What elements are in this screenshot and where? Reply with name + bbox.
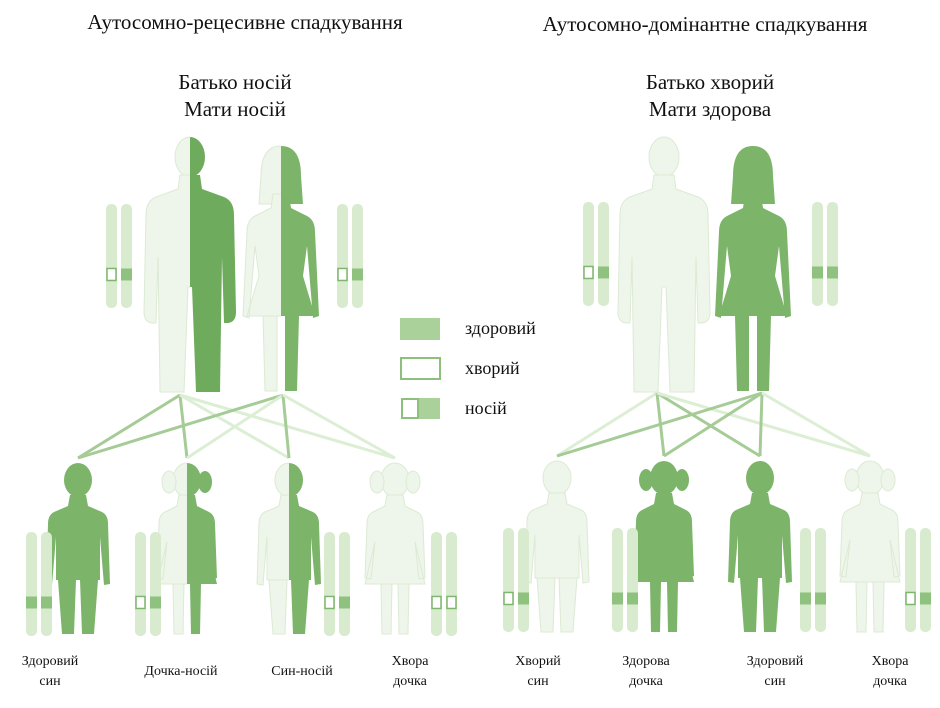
gene-band-filled	[800, 592, 811, 605]
left-child-4-figure	[364, 462, 426, 635]
right-child-3-figure	[728, 461, 792, 632]
legend-sick-swatch	[400, 357, 441, 380]
gene-band-filled	[26, 596, 37, 609]
gene-band-filled	[41, 596, 52, 609]
chromosome	[812, 202, 823, 306]
gene-band-filled	[121, 268, 132, 281]
chromosome-pairs	[26, 202, 931, 636]
chromosome	[800, 528, 811, 632]
gene-band-filled	[627, 592, 638, 605]
chromosome	[41, 532, 52, 636]
chromosome	[920, 528, 931, 632]
right-father-figure	[617, 136, 711, 393]
left-child-2-figure	[156, 462, 217, 635]
right-father-label: Батько хворий	[645, 70, 775, 94]
gene-band-empty	[446, 595, 457, 610]
left-mother-figure	[242, 145, 319, 392]
chromosome	[583, 202, 594, 306]
chromosome	[503, 528, 514, 632]
left-lineage-lines	[77, 393, 396, 460]
legend-carrier-label: носій	[465, 398, 507, 418]
chromosome	[337, 204, 348, 308]
chromosome	[26, 532, 37, 636]
gene-band-filled	[815, 592, 826, 605]
left-child-4-chromosomes	[431, 532, 457, 636]
right-child-2-chromosomes	[612, 528, 638, 632]
chromosome	[827, 202, 838, 306]
chromosome	[135, 532, 146, 636]
right-mother-label: Мати здорова	[648, 97, 772, 121]
gene-band-empty	[583, 265, 594, 280]
left-title: Аутосомно-рецесивне спадкування	[87, 10, 403, 34]
right-mother-chromosomes	[812, 202, 838, 306]
gene-band-filled	[339, 596, 350, 609]
gene-band-filled	[150, 596, 161, 609]
left-child-3-label: Син-носій	[271, 664, 333, 679]
chromosome	[598, 202, 609, 306]
gene-band-filled	[352, 268, 363, 281]
legend-healthy-swatch	[400, 318, 440, 340]
right-father-chromosomes	[583, 202, 609, 306]
chromosome	[518, 528, 529, 632]
gene-band-filled	[920, 592, 931, 605]
legend	[400, 318, 441, 419]
chromosome	[121, 204, 132, 308]
gene-band-filled	[598, 266, 609, 279]
chromosome	[150, 532, 161, 636]
chromosome	[324, 532, 335, 636]
gene-band-empty	[905, 591, 916, 606]
gene-band-filled	[812, 266, 823, 279]
gene-band-filled	[518, 592, 529, 605]
right-child-4-figure	[839, 460, 901, 633]
left-mother-chromosomes	[337, 204, 363, 308]
right-lineage-lines	[556, 391, 871, 458]
left-father-label: Батько носій	[178, 70, 292, 94]
chromosome	[627, 528, 638, 632]
chromosome	[106, 204, 117, 308]
right-child-1-figure	[524, 460, 590, 633]
gene-band-filled	[827, 266, 838, 279]
chromosome	[612, 528, 623, 632]
chromosome	[339, 532, 350, 636]
chromosome	[905, 528, 916, 632]
left-child-3-chromosomes	[324, 532, 350, 636]
legend-healthy-label: здоровий	[465, 318, 536, 338]
left-father-figure	[143, 136, 236, 393]
left-child-2-chromosomes	[135, 532, 161, 636]
left-father-chromosomes	[106, 204, 132, 308]
gene-band-empty	[135, 595, 146, 610]
right-child-4-chromosomes	[905, 528, 931, 632]
chromosome	[431, 532, 442, 636]
left-child-1-figure	[46, 463, 110, 634]
gene-band-empty	[431, 595, 442, 610]
legend-sick-label: хворий	[465, 358, 520, 378]
left-mother-label: Мати носій	[184, 97, 286, 121]
left-child-1-chromosomes	[26, 532, 52, 636]
left-child-2-label: Дочка-носій	[144, 664, 218, 679]
right-child-3-chromosomes	[800, 528, 826, 632]
gene-band-empty	[106, 267, 117, 282]
gene-band-empty	[503, 591, 514, 606]
right-child-2-figure	[634, 461, 694, 632]
left-child-3-figure	[256, 462, 321, 635]
right-child-1-chromosomes	[503, 528, 529, 632]
chromosome	[352, 204, 363, 308]
gene-band-empty	[324, 595, 335, 610]
right-title: Аутосомно-домінантне спадкування	[542, 12, 868, 36]
gene-band-filled	[612, 592, 623, 605]
right-mother-figure	[715, 146, 791, 391]
chromosome	[446, 532, 457, 636]
chromosome	[815, 528, 826, 632]
legend-carrier-swatch-empty	[401, 398, 419, 419]
gene-band-empty	[337, 267, 348, 282]
